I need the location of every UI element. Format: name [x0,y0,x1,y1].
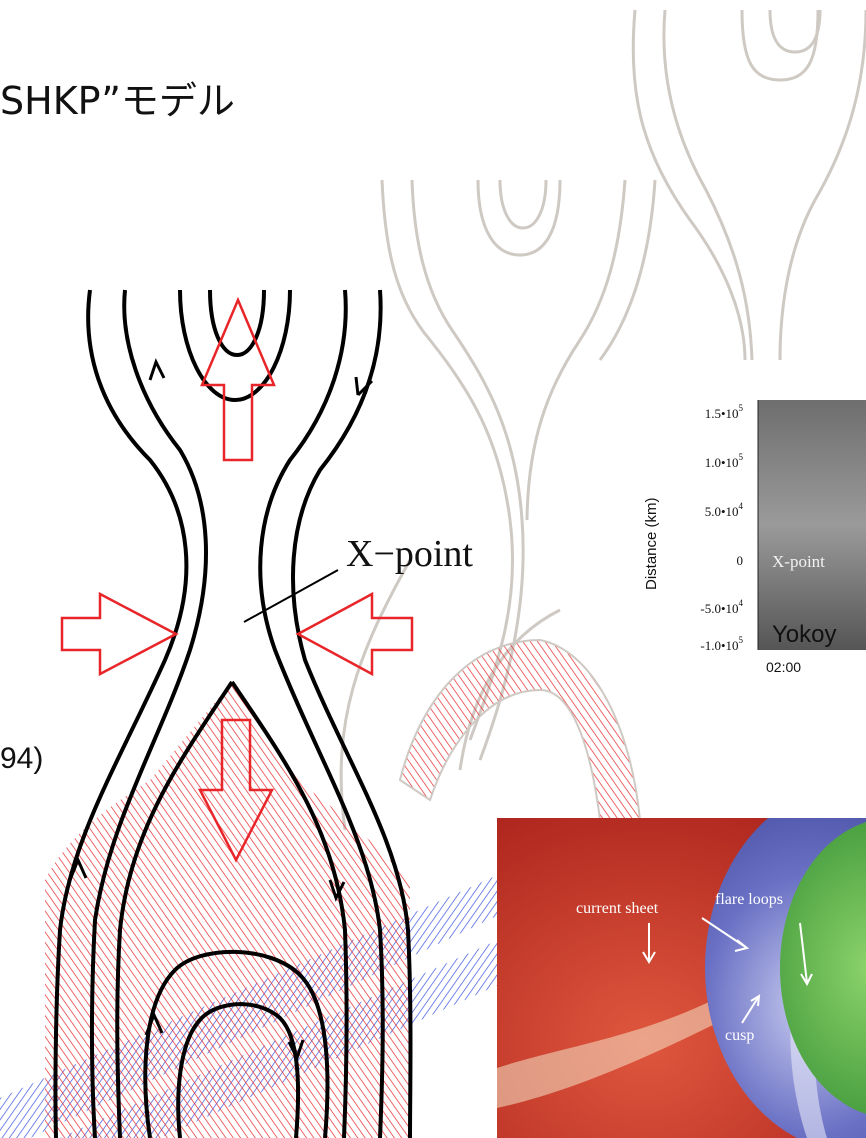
x-tick: 02:00 [766,659,801,675]
flare-loops-label: flare loops [715,891,783,908]
cusp-label: cusp [725,1027,754,1044]
ghost-hatched-arc [400,640,640,820]
svg-text:0: 0 [737,553,744,568]
distance-time-plot: Distance (km) 1.5•105 1.0•105 5.0•104 0 … [640,380,866,680]
svg-text:-5.0•104: -5.0•104 [700,598,743,616]
solar-composite-image: flare loops current sheet cusp [497,818,866,1138]
y-ticks: 1.5•105 1.0•105 5.0•104 0 -5.0•104 -1.0•… [700,403,743,653]
svg-text:5.0•104: 5.0•104 [705,501,744,519]
svg-text:1.5•105: 1.5•105 [705,403,744,421]
right-inflow-arrow [298,594,412,674]
xpoint-label: X−point [346,533,473,575]
plot-credit: Yokoy [772,621,837,648]
red-hatched-region [45,682,410,1138]
plot-xpoint-label: X-point [772,552,825,571]
current-sheet-label: current sheet [576,900,659,917]
svg-text:1.0•105: 1.0•105 [705,452,744,470]
left-inflow-arrow [62,594,176,674]
y-axis-label: Distance (km) [643,497,660,590]
svg-text:-1.0•105: -1.0•105 [700,635,743,653]
plot-image [758,400,866,650]
